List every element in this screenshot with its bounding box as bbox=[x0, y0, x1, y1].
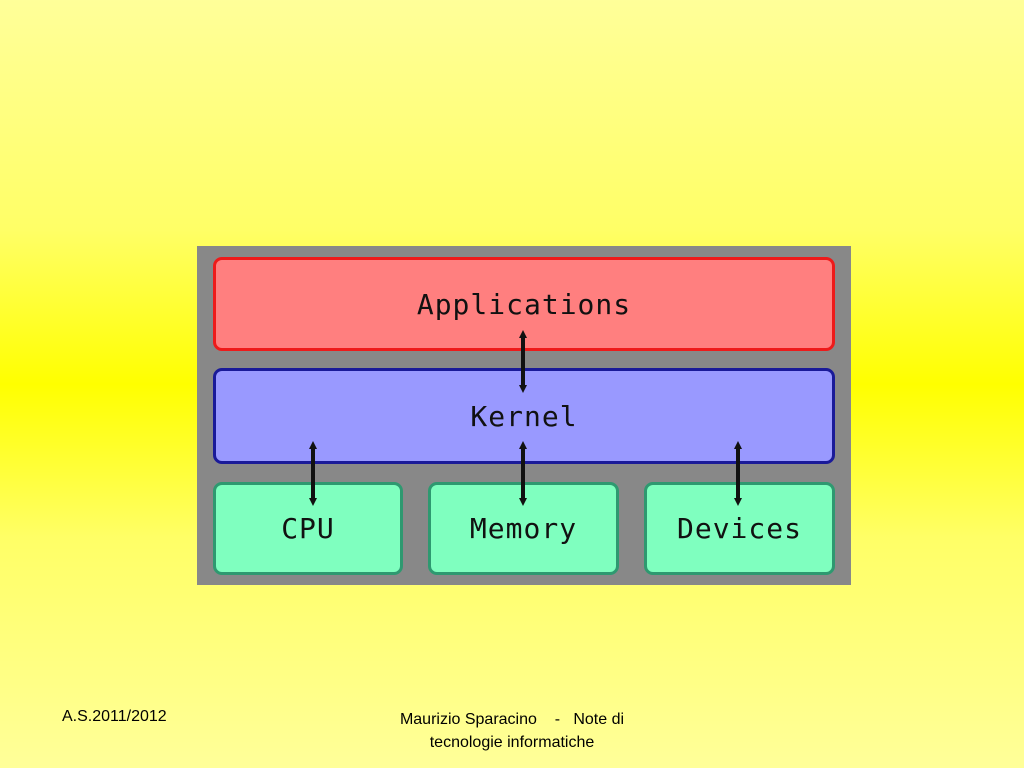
kernel-box: Kernel bbox=[213, 368, 835, 464]
memory-label: Memory bbox=[469, 512, 578, 545]
footer-author-line2: tecnologie informatiche bbox=[429, 734, 595, 751]
applications-box: Applications bbox=[213, 257, 835, 351]
devices-label: Devices bbox=[676, 512, 802, 545]
footer-author-note: Maurizio Sparacino - Note di tecnologie … bbox=[352, 708, 672, 754]
os-architecture-diagram: Applications Kernel CPU Memory Devices bbox=[197, 246, 851, 585]
footer-author-line1: Maurizio Sparacino - Note di bbox=[399, 711, 625, 728]
devices-box: Devices bbox=[644, 482, 835, 575]
footer-academic-year: A.S.2011/2012 bbox=[62, 708, 167, 725]
cpu-box: CPU bbox=[213, 482, 403, 575]
memory-box: Memory bbox=[428, 482, 619, 575]
kernel-label: Kernel bbox=[470, 399, 578, 433]
cpu-label: CPU bbox=[281, 512, 335, 545]
applications-label: Applications bbox=[416, 287, 632, 321]
